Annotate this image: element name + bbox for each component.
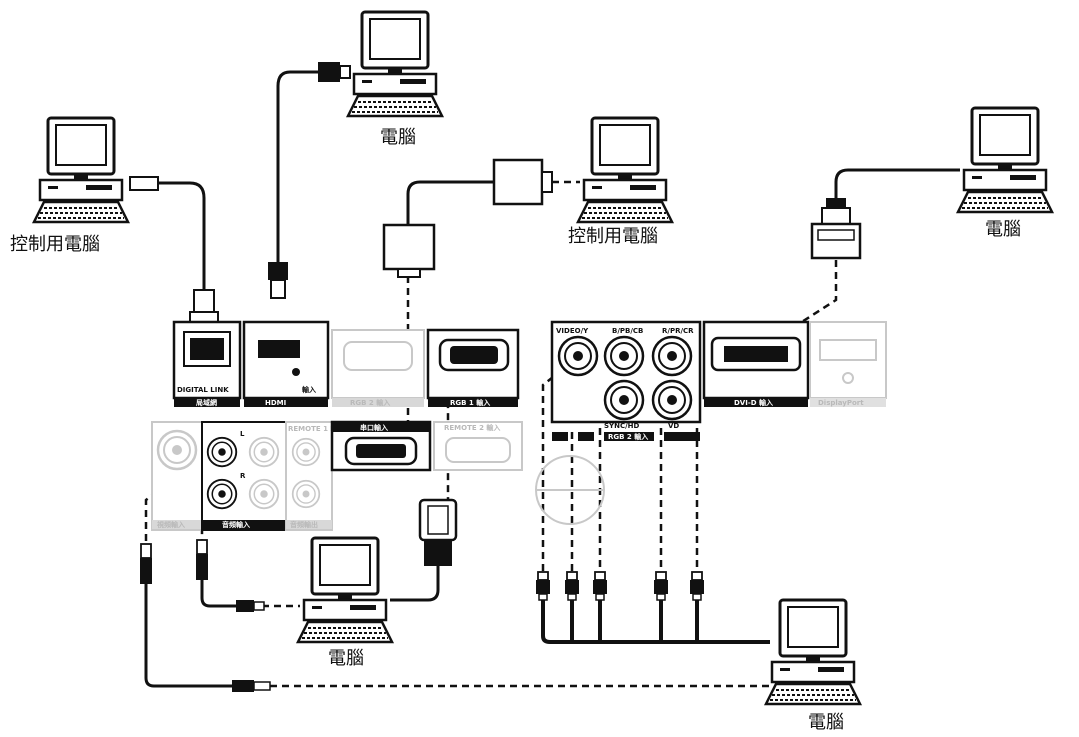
audio-plugs xyxy=(140,539,271,692)
pc-right xyxy=(956,106,1054,214)
label-digital-link: DIGITAL LINK xyxy=(177,386,229,394)
control-pc-center xyxy=(576,116,674,224)
label-lan: 局域網 xyxy=(196,398,217,407)
audio-cable-2 xyxy=(144,582,232,688)
panel-video-in-disabled: 視頻輸入 xyxy=(151,421,203,531)
label-remote1-in: REMOTE 1 輸入 xyxy=(288,424,344,433)
bnc-port-sync xyxy=(603,379,645,421)
pc-bottom-right xyxy=(764,598,862,706)
label-rgb1-in: RGB 1 輸入 xyxy=(450,398,490,407)
label-audio-r: R xyxy=(240,472,246,480)
label-video-y: VIDEO/Y xyxy=(556,327,589,335)
label-displayport: DisplayPort xyxy=(818,399,864,407)
bnc-port-video-y xyxy=(557,335,599,377)
label-control-pc-left: 控制用電腦 xyxy=(10,234,100,255)
dsub-plug xyxy=(418,498,458,566)
dvi-plug xyxy=(810,198,862,260)
panel-serial-in: 串口輸入 xyxy=(330,420,432,472)
label-audio-l: L xyxy=(240,430,245,438)
panel-displayport-disabled: DisplayPort xyxy=(809,321,887,407)
panel-digital-link: DIGITAL LINK 局域網 xyxy=(172,320,242,407)
hdmi-plug xyxy=(268,62,351,299)
serial-cable xyxy=(406,180,494,225)
bnc-plugs xyxy=(535,571,705,601)
panel-audio-in: L R 音頻輸入 xyxy=(201,421,287,531)
hdmi-cable xyxy=(276,70,318,262)
panel-rgb1: RGB 1 輸入 xyxy=(426,328,520,407)
label-control-pc-center: 控制用電腦 xyxy=(568,226,658,247)
computer-icon xyxy=(764,598,862,706)
label-rgb2-in: RGB 2 輸入 xyxy=(350,398,390,407)
panel-hdmi: 輸入 HDMI xyxy=(242,320,330,407)
panel-rgb2-disabled: RGB 2 輸入 xyxy=(331,329,425,407)
cables xyxy=(144,70,960,688)
panel-remote2-disabled: REMOTE 2 輸入 xyxy=(433,421,523,471)
label-pc-right: 電腦 xyxy=(985,219,1021,240)
computer-icon xyxy=(346,10,444,118)
panel-bnc: VIDEO/Y B/PB/CB R/PR/CR SYNC/HD VD RGB 2… xyxy=(535,320,702,525)
label-sync-hd: SYNC/HD xyxy=(604,422,640,430)
panel-dvi-d: DVI-D 輸入 xyxy=(702,320,810,407)
bnc-port-b xyxy=(603,335,645,377)
label-hdmi-in: 輸入 xyxy=(302,385,316,394)
label-audio-in: 音頻輸入 xyxy=(222,520,250,529)
label-audio-out: 音頻輸出 xyxy=(290,520,318,529)
bnc-port-r xyxy=(651,335,693,377)
label-video-in: 視頻輸入 xyxy=(156,520,185,529)
label-b-pb-cb: B/PB/CB xyxy=(612,327,643,335)
label-dvi-d-in: DVI-D 輸入 xyxy=(734,398,773,407)
computer-icon xyxy=(956,106,1054,214)
label-serial-in: 串口輸入 xyxy=(360,423,388,432)
label-pc-top: 電腦 xyxy=(380,127,416,148)
bnc-bundle xyxy=(541,598,770,644)
dvi-cable xyxy=(834,168,960,198)
label-hdmi: HDMI xyxy=(265,399,286,407)
lan-plug xyxy=(129,176,219,323)
control-pc-left xyxy=(32,116,130,224)
label-rgb2-in-lower: RGB 2 輸入 xyxy=(608,432,648,441)
label-pc-bottom-center: 電腦 xyxy=(328,648,364,669)
label-remote2-in: REMOTE 2 輸入 xyxy=(444,423,500,432)
lan-cable xyxy=(158,181,206,290)
bnc-port-vd xyxy=(651,379,693,421)
serial-adapter xyxy=(382,158,553,278)
label-r-pr-cr: R/PR/CR xyxy=(662,327,694,335)
computer-icon xyxy=(576,116,674,224)
label-vd: VD xyxy=(668,422,679,430)
pc-bottom-center xyxy=(296,536,394,644)
computer-icon xyxy=(32,116,130,224)
panel-audio-out-disabled: 音頻輸出 REMOTE 1 輸入 xyxy=(285,421,344,531)
audio-cable-1 xyxy=(200,580,236,608)
computer-icon xyxy=(296,536,394,644)
label-pc-bottom-right: 電腦 xyxy=(808,712,844,733)
pc-top xyxy=(346,10,444,118)
rgb-cable xyxy=(390,566,440,602)
